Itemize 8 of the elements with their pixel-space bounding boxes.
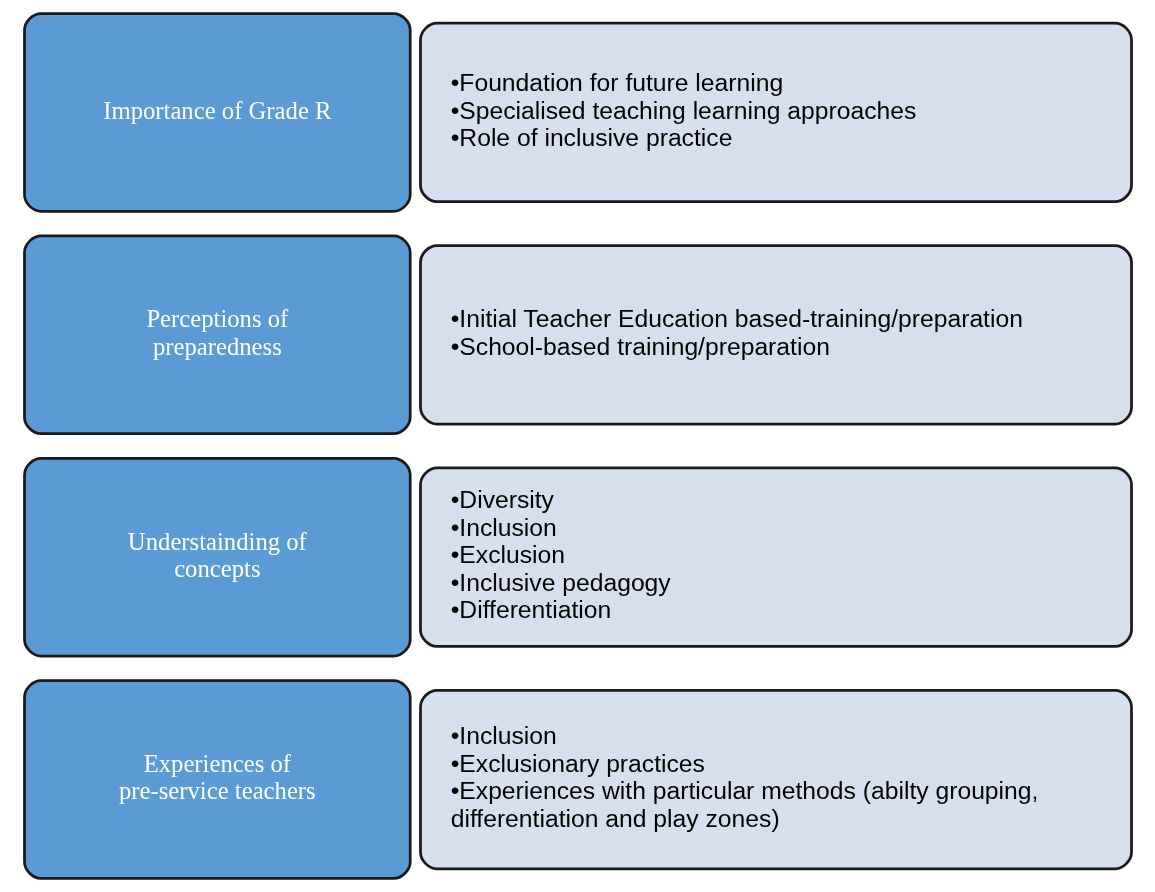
node-box: Perceptions of preparedness bbox=[22, 234, 412, 436]
node-box: •Foundation for future learning •Specialised teaching learning approaches •Role of inclusive practice bbox=[418, 21, 1133, 204]
node-box: •Inclusion •Exclusionary practices •Experiences with particular methods (abilty grouping, differentiation and play zones) bbox=[418, 688, 1133, 871]
node-box: •Initial Teacher Education based-training/preparation •School-based training/preparation bbox=[418, 244, 1133, 426]
node-box: Importance of Grade R bbox=[22, 12, 412, 213]
node-box: Experiences of pre-service teachers bbox=[22, 679, 412, 880]
node-box: •Diversity •Inclusion •Exclusion •Inclusive pedagogy •Differentiation bbox=[418, 466, 1133, 648]
node-box: Understainding of concepts bbox=[22, 456, 412, 658]
